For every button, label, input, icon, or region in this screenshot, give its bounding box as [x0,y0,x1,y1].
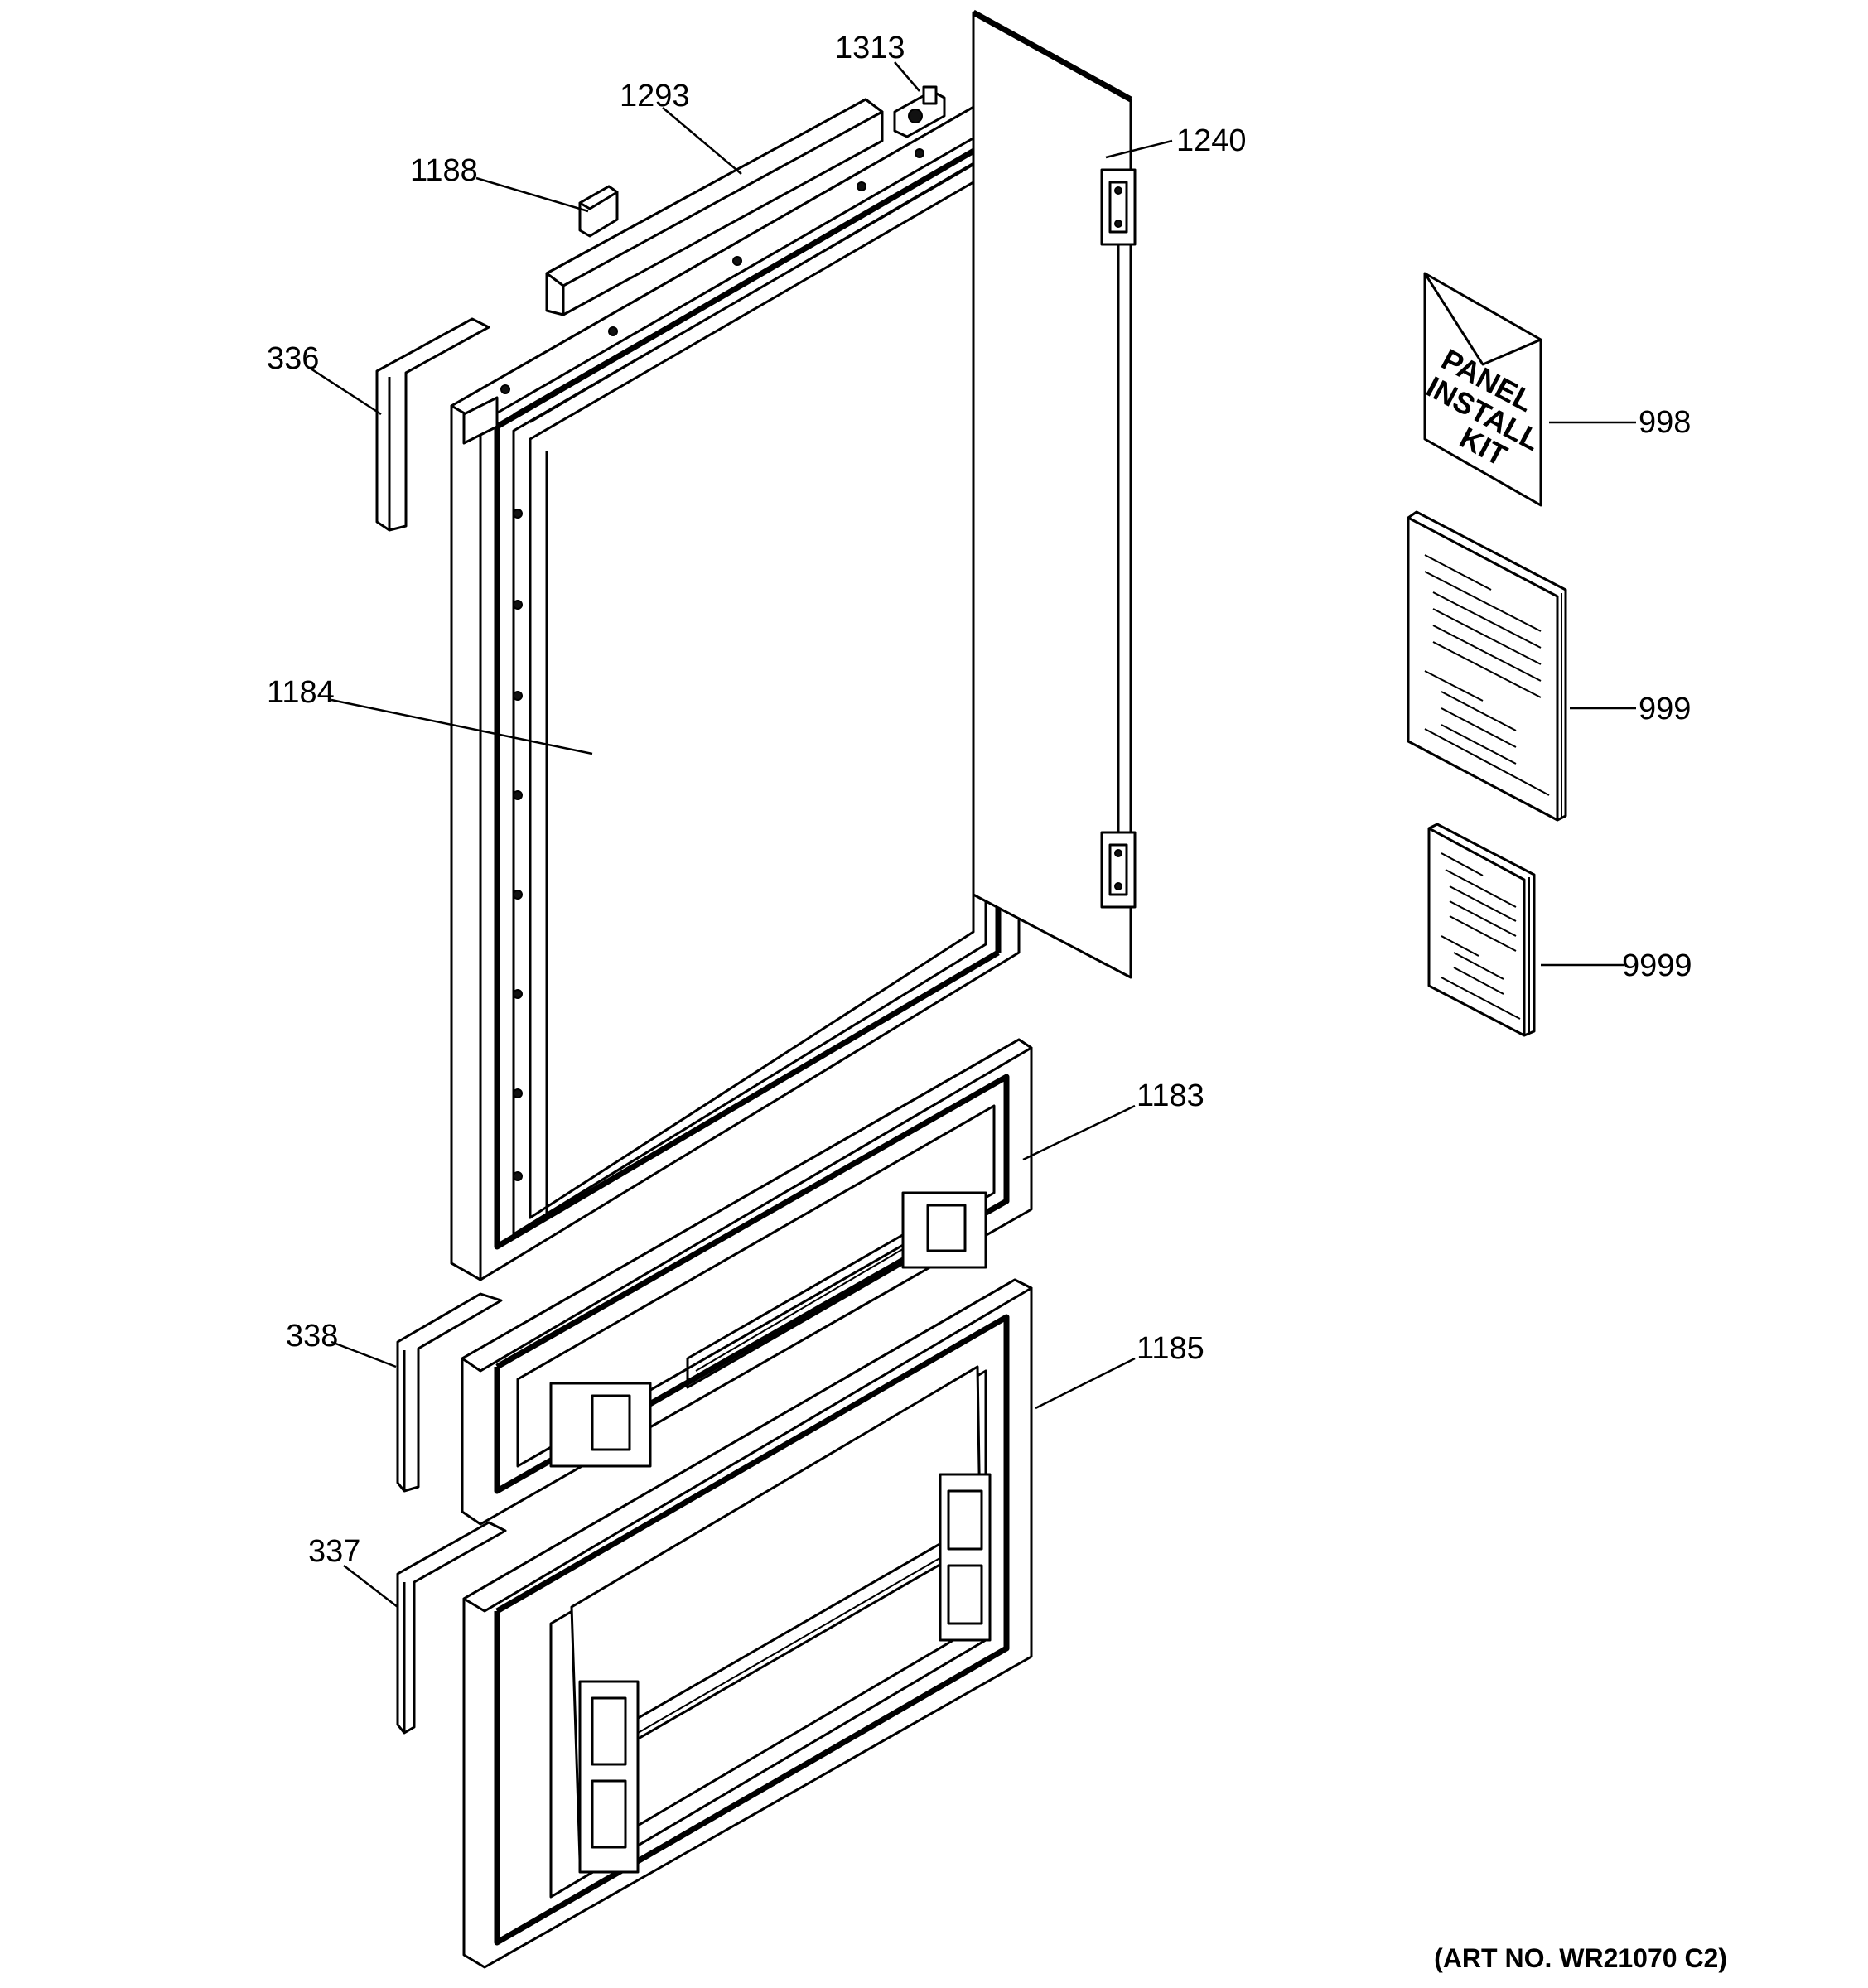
panel-install-kit-card: PANEL INSTALL KIT [1421,272,1546,507]
callout-1293: 1293 [620,79,690,113]
callout-1184: 1184 [267,675,335,710]
callout-labels: 1313 1293 1188 1240 336 1184 998 999 999… [267,31,1692,1569]
glass-panel [972,9,1137,979]
bracket-1313 [893,85,946,138]
manual-9999 [1427,823,1536,1037]
manual-999-text-lines [1424,554,1550,796]
callout-1188: 1188 [410,153,478,188]
leader-lines [310,61,1636,1608]
bottom-drawer-front [462,1278,1033,1969]
callout-336: 336 [267,341,319,376]
corner-trim-337 [396,1521,507,1735]
callout-337: 337 [308,1534,360,1569]
manual-999 [1407,510,1567,822]
top-handle-bar [545,98,884,316]
manual-9999-text-lines [1441,852,1521,1020]
callout-998: 998 [1639,405,1691,440]
callout-1183: 1183 [1137,1078,1204,1113]
callout-1240: 1240 [1176,123,1247,158]
callout-1185: 1185 [1137,1331,1204,1366]
corner-trim-336 [375,317,490,532]
callout-1313: 1313 [835,31,905,65]
upper-door-frame [450,94,1021,1281]
middle-drawer-front [461,1038,1033,1526]
art-number: (ART NO. WR21070 C2) [1434,1943,1727,1973]
clip-1188 [578,185,619,238]
corner-trim-338 [396,1292,503,1493]
callout-9999: 9999 [1622,948,1692,983]
callout-338: 338 [286,1319,338,1353]
callout-999: 999 [1639,692,1691,726]
